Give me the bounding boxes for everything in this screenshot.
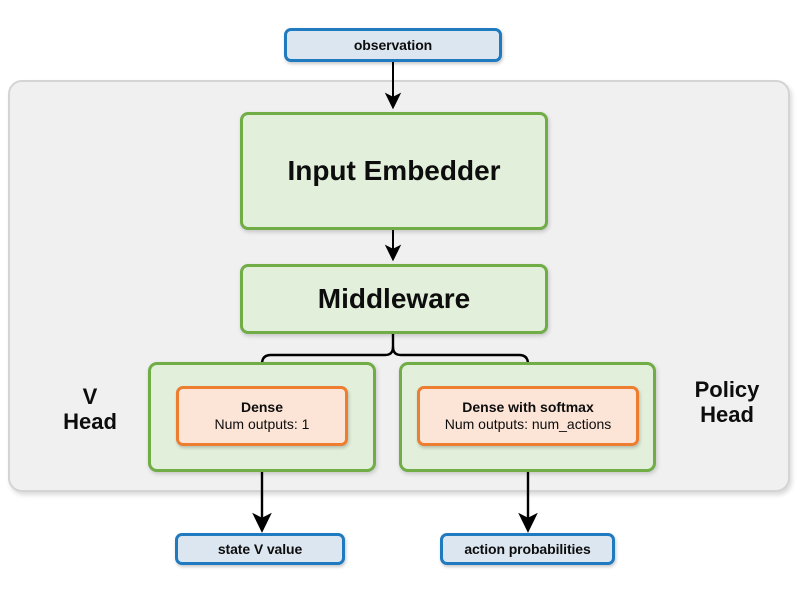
v-head-caption-line1: V xyxy=(82,384,98,409)
dense-policy-subtitle: Num outputs: num_actions xyxy=(444,416,612,433)
v-head-caption-line2: Head xyxy=(63,408,117,434)
dense-v-title: Dense xyxy=(240,399,284,416)
policy-head-caption-line1: Policy xyxy=(694,377,760,402)
action-probabilities-label: action probabilities xyxy=(464,541,591,557)
state-v-value-box[interactable]: state V value xyxy=(175,533,345,565)
middleware-label: Middleware xyxy=(317,283,471,314)
observation-label: observation xyxy=(353,37,433,53)
input-embedder-box[interactable]: Input Embedder xyxy=(240,112,548,230)
policy-head-caption-line2: Head xyxy=(700,401,754,427)
policy-head-caption: Policy Head xyxy=(667,377,787,427)
input-embedder-label: Input Embedder xyxy=(287,155,501,186)
middleware-box[interactable]: Middleware xyxy=(240,264,548,334)
dense-v-subtitle: Num outputs: 1 xyxy=(214,416,310,433)
v-head-caption: V Head xyxy=(40,384,140,434)
state-v-value-label: state V value xyxy=(217,541,303,557)
dense-policy-box[interactable]: Dense with softmax Num outputs: num_acti… xyxy=(417,386,639,446)
observation-box[interactable]: observation xyxy=(284,28,502,62)
action-probabilities-box[interactable]: action probabilities xyxy=(440,533,615,565)
dense-v-box[interactable]: Dense Num outputs: 1 xyxy=(176,386,348,446)
dense-policy-title: Dense with softmax xyxy=(462,399,594,416)
